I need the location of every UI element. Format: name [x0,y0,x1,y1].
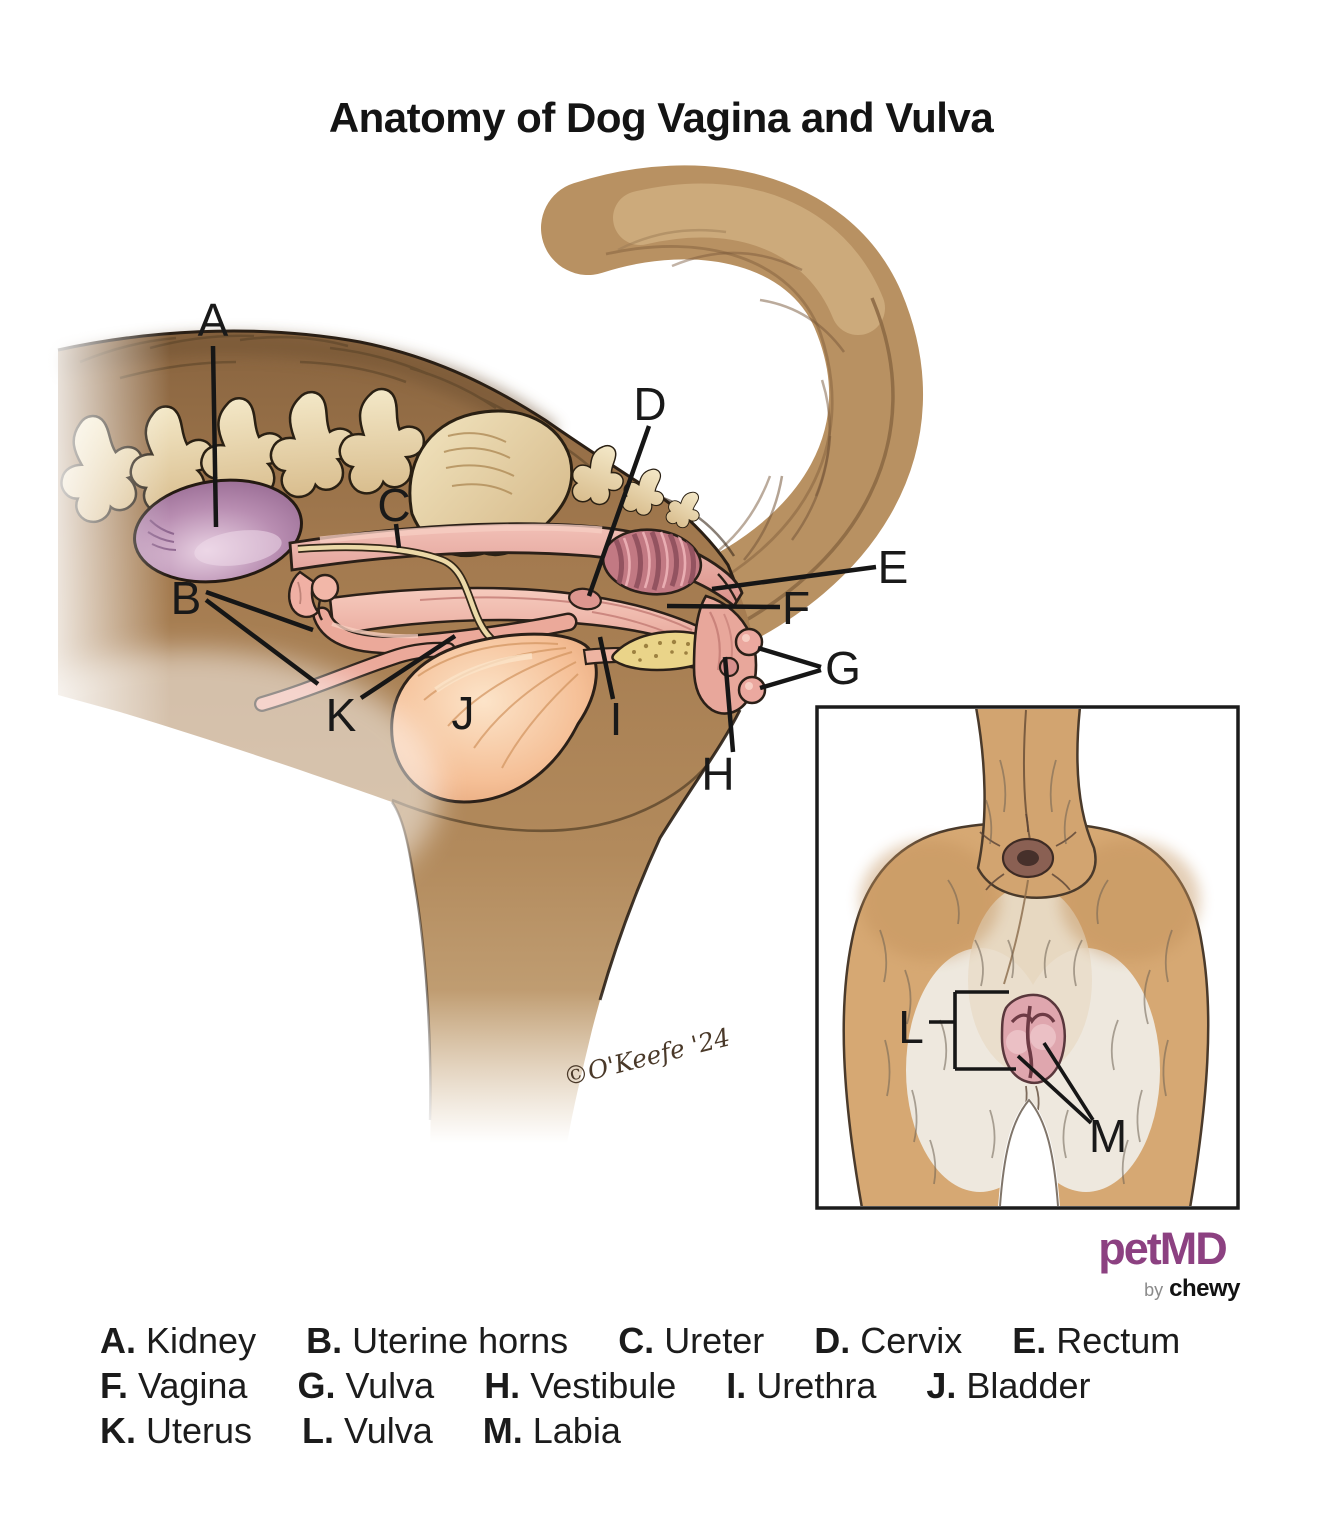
line-h [722,656,736,753]
line-c [393,523,402,549]
line-b [204,589,320,686]
line-g [757,645,822,691]
marker-i: I [610,693,623,745]
anus [979,813,1077,891]
thigh-outline [598,709,742,1001]
line-k [359,634,457,700]
marker-letters: A B C D E F G H I J K L M [171,294,1128,1162]
byline-prefix: by [1144,1280,1164,1300]
labia-left [1006,1030,1030,1054]
legend-row: K.Uterus L.Vulva M.Labia [100,1410,1290,1455]
legend-item: J.Bladder [926,1365,1091,1406]
inset-callout-lines [929,990,1095,1125]
legend-item: B.Uterine horns [306,1320,569,1361]
legend-row: A.Kidney B.Uterine horns C.Ureter D.Cerv… [100,1320,1290,1365]
legend-item: M.Labia [482,1410,621,1451]
inset-rear-view [815,705,1240,1210]
legend-item: A.Kidney [100,1320,257,1361]
petmd-wordmark: petMD [1098,1223,1227,1274]
marker-d: D [633,378,666,430]
marker-k: K [326,689,357,741]
vulva-rear [1000,993,1066,1113]
line-e [711,564,877,592]
marker-j: J [452,687,475,739]
marker-a: A [198,294,229,346]
inset-fur-strokes [879,759,1173,1185]
legend-item: I.Urethra [726,1365,877,1406]
legend: A.Kidney B.Uterine horns C.Ureter D.Cerv… [100,1320,1290,1455]
line-i [597,636,616,700]
line-a [210,345,219,528]
vulva [718,627,767,705]
bladder [390,632,598,804]
marker-e: E [878,541,909,593]
leader-lines [204,345,877,753]
perineal-midline [1003,879,1029,985]
legend-item: C.Ureter [618,1320,765,1361]
line-f [666,603,781,610]
marker-f: F [782,582,810,634]
marker-h: H [701,748,734,800]
legend-item: D.Cervix [814,1320,963,1361]
dog-side-illustration: ©O'Keefe '24 [0,165,923,1170]
thigh-crease [391,763,710,833]
legend-row: F.Vagina G.Vulva H.Vestibule I.Urethra J… [100,1365,1290,1410]
m-lines [1016,1042,1095,1125]
legend-item: K.Uterus [100,1410,253,1451]
chewy-wordmark: chewy [1169,1275,1240,1302]
belly-fade [0,650,440,930]
legend-item: H.Vestibule [484,1365,677,1406]
marker-m: M [1089,1110,1127,1162]
l-bracket [929,990,1016,1071]
legend-item: G.Vulva [297,1365,435,1406]
rectum-cutaway [601,528,703,596]
cervix [568,587,602,611]
tail-part-line [1023,709,1033,851]
kidney [133,478,303,584]
page-title: Anatomy of Dog Vagina and Vulva [328,94,994,141]
legend-item: F.Vagina [100,1365,248,1406]
marker-l: L [898,1001,924,1053]
legend-item: L.Vulva [302,1410,433,1451]
line-d [586,425,652,597]
labia-right [1030,1024,1056,1050]
marker-c: C [377,479,410,531]
marker-g: G [825,642,861,694]
bottom-fade [340,990,780,1170]
legend-item: E.Rectum [1012,1320,1181,1361]
marker-b: B [171,572,202,624]
ovary [288,570,340,621]
